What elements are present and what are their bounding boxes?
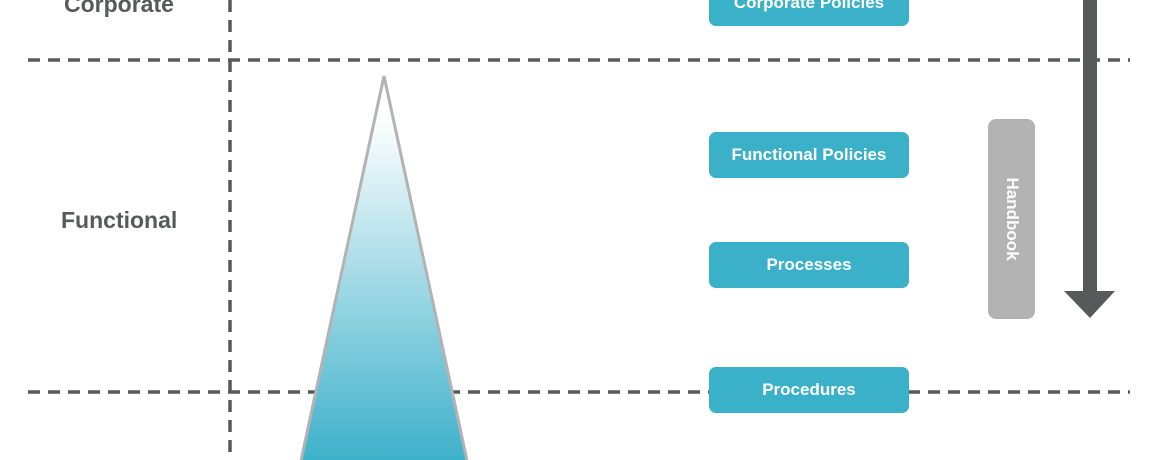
- level-label-functional: Functional: [61, 207, 178, 233]
- handbook-label: Handbook: [1002, 177, 1022, 261]
- level-label-corporate: Corporate: [64, 0, 174, 17]
- box-procedures: Procedures: [709, 367, 909, 413]
- box-functional-policies: Functional Policies: [709, 132, 909, 178]
- box-processes: Processes: [709, 242, 909, 288]
- handbook-bar: Handbook: [988, 119, 1035, 319]
- pyramid-triangle: [299, 75, 469, 460]
- box-corporate-policies: Corporate Policies: [709, 0, 909, 26]
- arrow-head-icon: [1064, 291, 1115, 318]
- arrow-shaft: [1083, 0, 1097, 292]
